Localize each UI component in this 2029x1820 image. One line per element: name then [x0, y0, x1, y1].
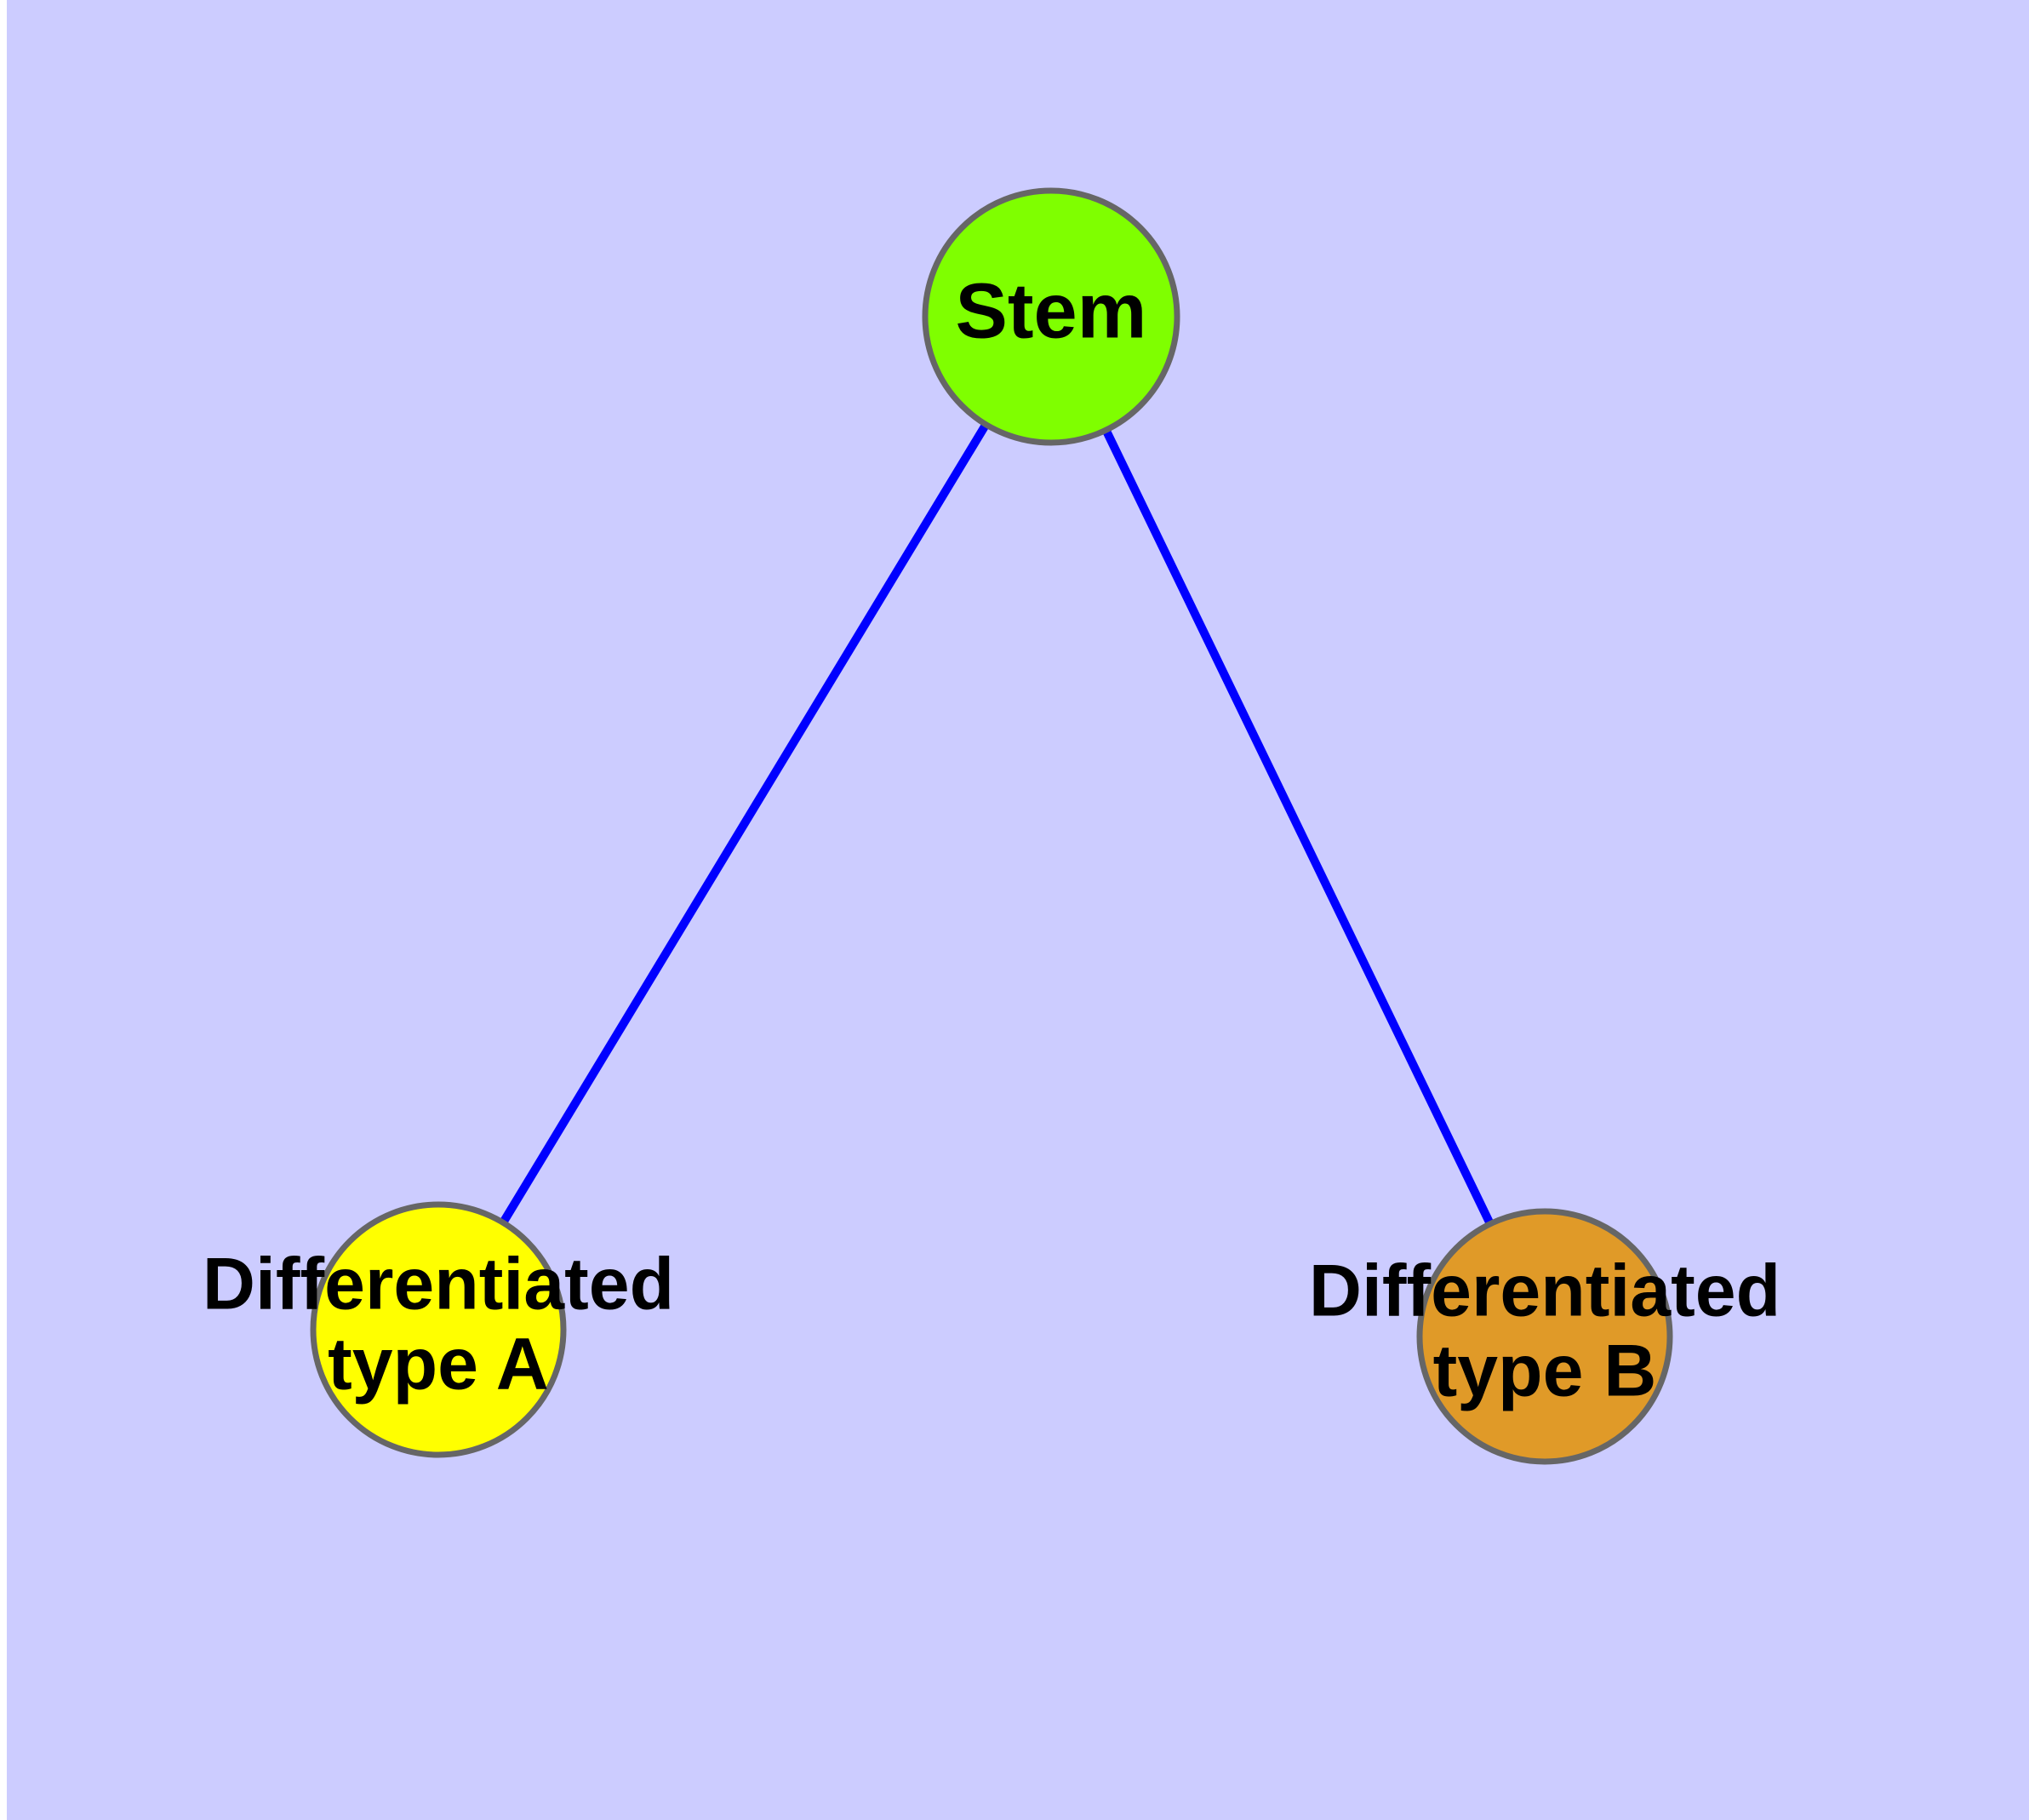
- edge-stem-to-diff_b: [1102, 429, 1494, 1225]
- edges-layer: [500, 423, 1494, 1225]
- node-label-diff_b-line-1: Differentiated: [1309, 1251, 1780, 1332]
- node-stem[interactable]: Stem: [922, 187, 1180, 446]
- node-circle-diff_a[interactable]: [310, 1201, 567, 1458]
- node-label-diff_b-line-2: type B: [1433, 1331, 1657, 1412]
- edge-stem-to-diff_a: [500, 423, 989, 1224]
- node-label-diff_a-line-1: Differentiated: [203, 1244, 674, 1325]
- node-circle-stem[interactable]: [922, 187, 1180, 446]
- node-circle-diff_b[interactable]: [1416, 1208, 1673, 1465]
- node-label-diff_a-line-2: type A: [328, 1324, 549, 1405]
- node-label-stem-line-1: Stem: [956, 267, 1147, 354]
